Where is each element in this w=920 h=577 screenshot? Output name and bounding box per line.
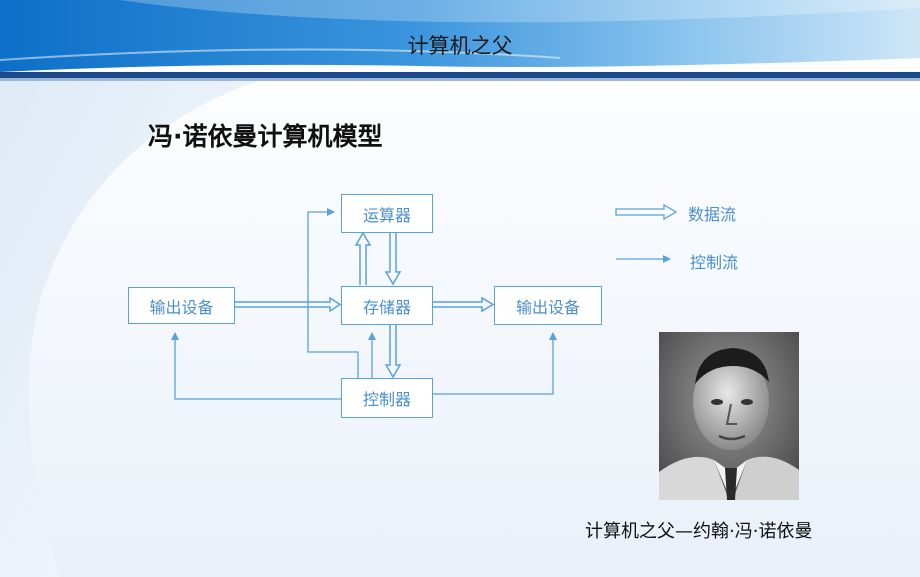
legend-control-flow-label: 控制流 bbox=[690, 253, 739, 272]
photo-caption: 计算机之父—约翰·冯·诺依曼 bbox=[585, 521, 813, 542]
slide-title: 计算机之父 bbox=[407, 34, 513, 58]
node-output-device: 输出设备 bbox=[494, 286, 602, 325]
node-output-label: 输出设备 bbox=[515, 297, 580, 317]
node-input-label: 输出设备 bbox=[149, 297, 214, 317]
legend-data-flow-label: 数据流 bbox=[688, 205, 737, 224]
section-title: 冯·诺依曼计算机模型 bbox=[148, 122, 383, 151]
node-control: 控制器 bbox=[341, 378, 433, 418]
node-control-label: 控制器 bbox=[362, 390, 411, 409]
node-input-device: 输出设备 bbox=[128, 287, 235, 324]
portrait-photo bbox=[659, 332, 799, 500]
node-alu: 运算器 bbox=[341, 194, 433, 233]
node-memory-label: 存储器 bbox=[362, 297, 411, 317]
node-alu-label: 运算器 bbox=[362, 205, 411, 225]
node-memory: 存储器 bbox=[341, 286, 433, 325]
